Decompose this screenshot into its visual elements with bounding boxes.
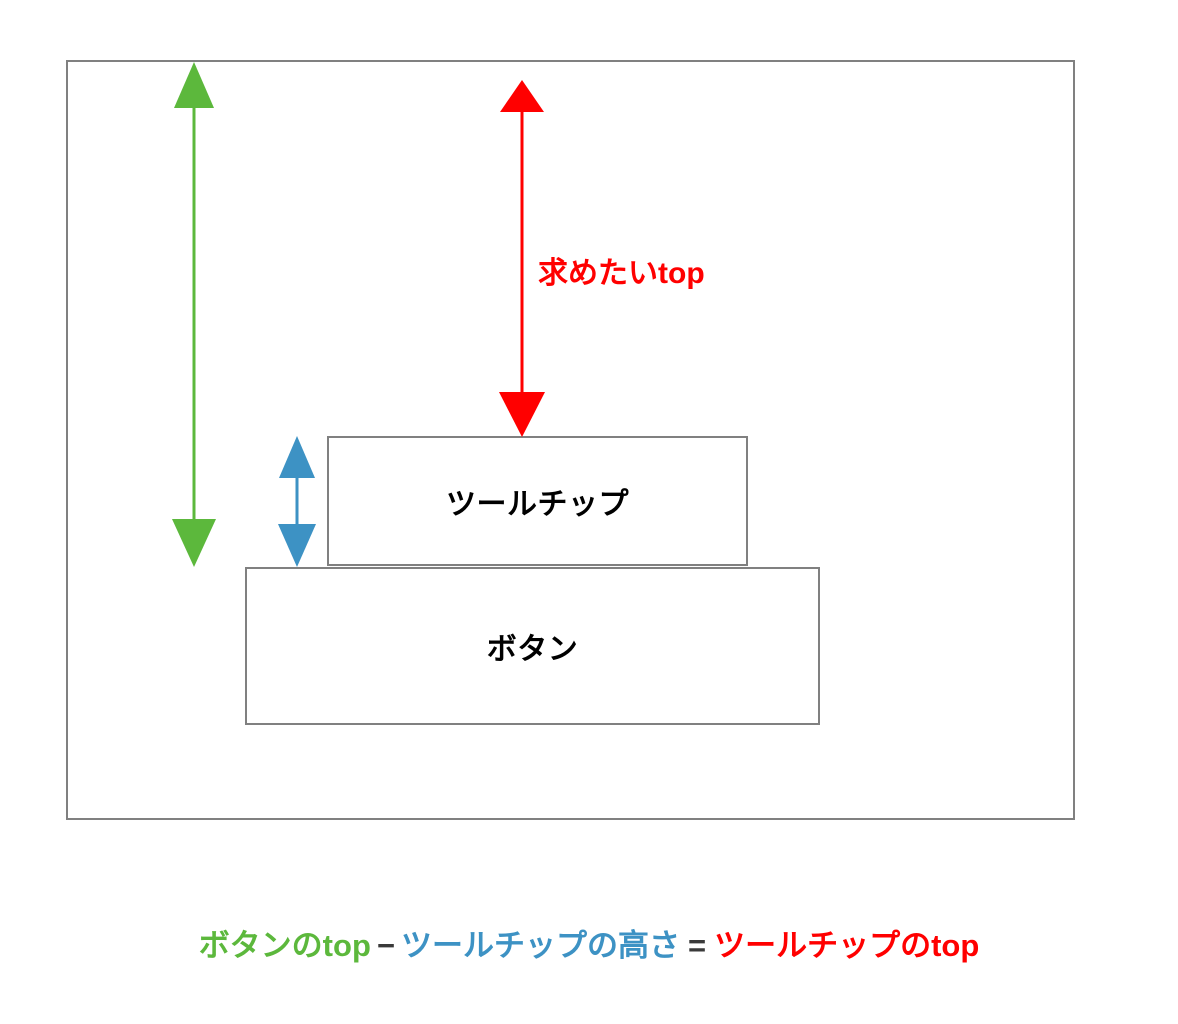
red-arrow-label: 求めたいtop	[538, 257, 705, 290]
button-box-label: ボタン	[486, 633, 579, 666]
caption-operator-minus: −	[376, 928, 395, 963]
caption-term-tooltip-height: ツールチップの高さ	[401, 928, 680, 963]
button-box: ボタン	[245, 567, 820, 725]
tooltip-box-label: ツールチップ	[446, 488, 629, 521]
caption-operator-equals: =	[688, 928, 707, 963]
tooltip-box: ツールチップ	[327, 436, 748, 566]
caption-term-button-top: ボタンのtop	[198, 928, 371, 963]
formula-caption: ボタンのtop−ツールチップの高さ=ツールチップのtop	[0, 920, 1178, 965]
caption-term-tooltip-top: ツールチップのtop	[714, 928, 980, 963]
